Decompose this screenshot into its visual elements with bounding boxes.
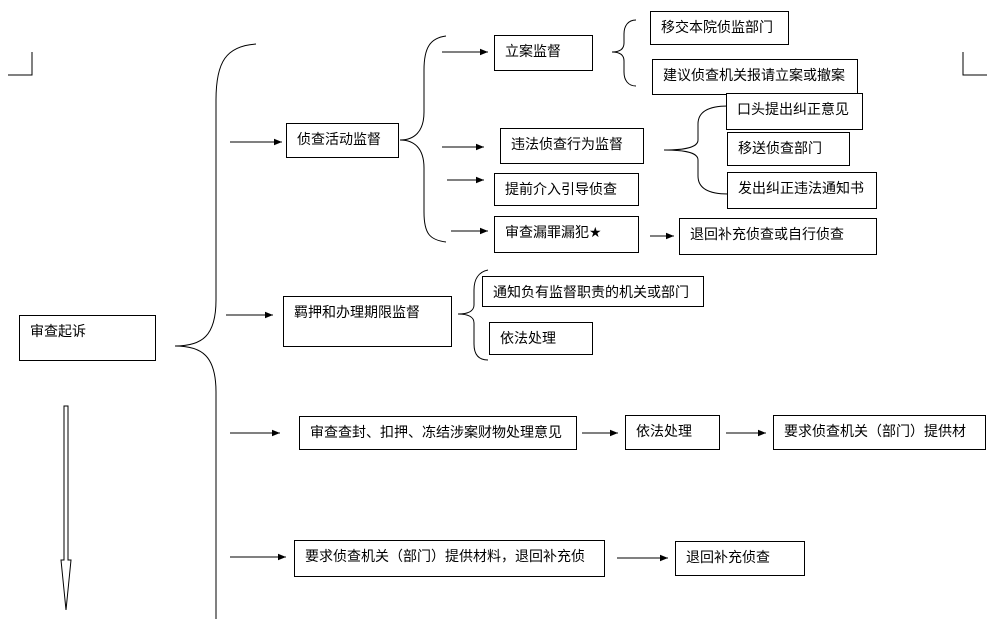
case-filing-brace	[611, 19, 637, 87]
materials-request-node: 要求侦查机关（部门）提供材料，退回补充侦	[294, 540, 605, 577]
property-step2-node: 依法处理	[625, 415, 720, 450]
root-node: 审查起诉	[19, 315, 156, 361]
case-filing-node: 立案监督	[494, 35, 593, 71]
illegal-conduct-outcome-3: 发出纠正违法通知书	[727, 172, 877, 209]
illegal-conduct-outcome-2: 移送侦查部门	[727, 132, 850, 166]
flow-direction-arrow	[60, 405, 72, 611]
materials-result-node: 退回补充侦查	[675, 541, 805, 576]
page-corner-mark-left	[8, 52, 33, 76]
detention-outcome-2: 依法处理	[489, 322, 593, 355]
page-corner-mark-right	[962, 52, 987, 76]
early-intervention-node: 提前介入引导侦查	[494, 173, 639, 206]
case-filing-outcome-2: 建议侦查机关报请立案或撤案	[652, 59, 858, 95]
illegal-conduct-outcome-1: 口头提出纠正意见	[726, 93, 863, 130]
investigation-brace	[399, 35, 447, 243]
investigation-supervision-node: 侦查活动监督	[286, 123, 399, 158]
missed-crimes-result: 退回补充侦查或自行侦查	[679, 218, 877, 255]
illegal-conduct-node: 违法侦查行为监督	[500, 128, 644, 164]
detention-supervision-node: 羁押和办理期限监督	[283, 296, 452, 347]
illegal-conduct-brace	[663, 105, 729, 195]
main-brace	[174, 43, 257, 619]
case-filing-outcome-1: 移交本院侦监部门	[650, 11, 789, 45]
property-step3-node: 要求侦查机关（部门）提供材	[773, 415, 986, 450]
detention-brace	[457, 269, 489, 361]
missed-crimes-node: 审查漏罪漏犯★	[494, 216, 639, 253]
property-review-node: 审查查封、扣押、冻结涉案财物处理意见	[299, 416, 577, 450]
detention-outcome-1: 通知负有监督职责的机关或部门	[482, 276, 704, 307]
